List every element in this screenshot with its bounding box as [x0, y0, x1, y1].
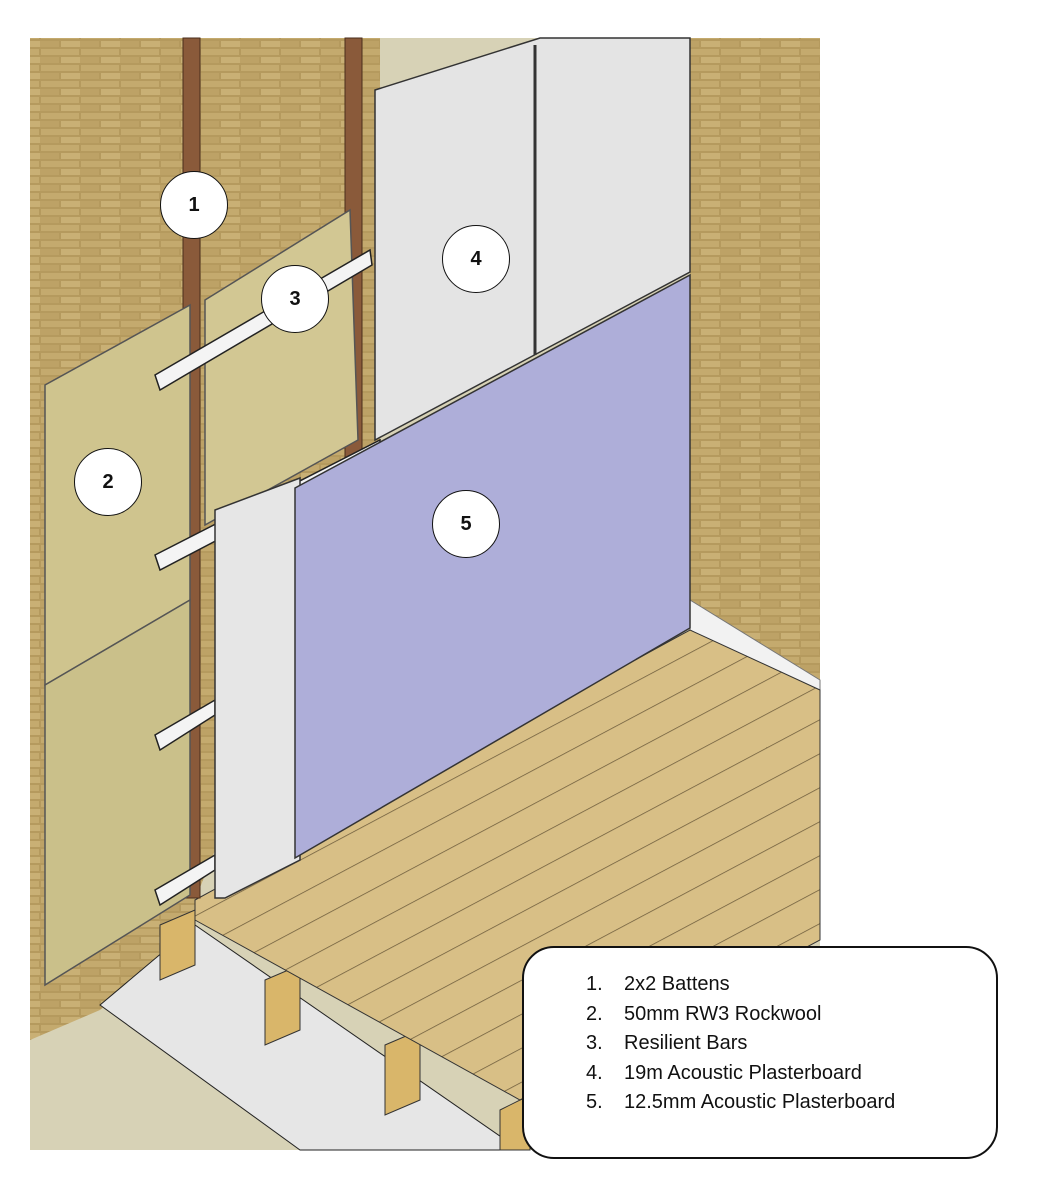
- legend-label: 12.5mm Acoustic Plasterboard: [624, 1091, 896, 1113]
- legend-number: 2.: [586, 1002, 603, 1025]
- callout-1: 1: [160, 171, 228, 239]
- plasterboard-19mm: [374, 37, 691, 442]
- plasterboard-lower-strip: [214, 476, 301, 899]
- legend-list: 1. 2x2 Battens 2. 50mm RW3 Rockwool 3. Resi…: [524, 948, 996, 1118]
- legend-label: 19m Acoustic Plasterboard: [624, 1061, 862, 1084]
- acoustic-plasterboard-12mm: [294, 273, 691, 860]
- floor-joists: [159, 909, 531, 1151]
- callout-5: 5: [432, 490, 500, 558]
- legend-item: 2. 50mm RW3 Rockwool: [586, 1000, 996, 1030]
- legend-number: 4.: [586, 1061, 603, 1084]
- brick-wall-top: [30, 38, 380, 220]
- legend-item: 1. 2x2 Battens: [586, 970, 996, 1000]
- legend-label: 2x2 Battens: [624, 973, 730, 995]
- callout-4: 4: [442, 225, 510, 293]
- legend-item: 3. Resilient Bars: [586, 1029, 996, 1059]
- legend-item: 4. 19m Acoustic Plasterboard: [586, 1059, 996, 1089]
- legend-label: 50mm RW3 Rockwool: [624, 1002, 822, 1025]
- right-brick-wall: [690, 38, 820, 690]
- legend-number: 1.: [586, 973, 603, 995]
- legend-item: 5. 12.5mm Acoustic Plasterboard: [586, 1088, 996, 1118]
- legend-box: 1. 2x2 Battens 2. 50mm RW3 Rockwool 3. Resi…: [522, 946, 998, 1159]
- legend-number: 5.: [586, 1091, 603, 1113]
- legend-number: 3.: [586, 1032, 603, 1054]
- callout-2: 2: [74, 448, 142, 516]
- callout-3: 3: [261, 265, 329, 333]
- legend-label: Resilient Bars: [624, 1032, 748, 1054]
